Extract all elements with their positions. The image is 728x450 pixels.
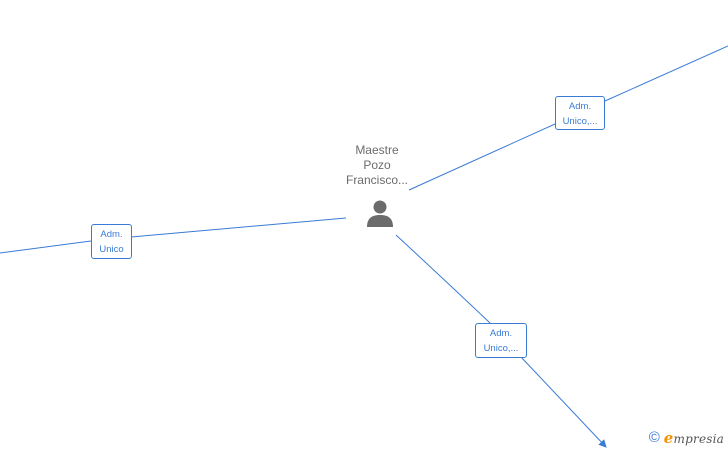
person-icon[interactable]: [364, 198, 396, 230]
copyright-icon: ©: [648, 429, 660, 446]
role-label-bottom-right-line-1: Adm.: [489, 328, 513, 339]
person-name[interactable]: Maestre Pozo Francisco...: [327, 143, 427, 188]
empresia-logo: empresia: [664, 429, 724, 447]
role-label-left-line-1: Adm.: [100, 229, 123, 240]
person-name-line-1: Maestre: [355, 143, 399, 157]
role-label-bottom-right-line-2: Unico,...: [483, 343, 519, 354]
edge-line-left-a: [130, 217, 347, 238]
role-label-top-right-line-2: Unico,...: [562, 116, 598, 127]
empresia-watermark: © empresia: [649, 429, 724, 447]
role-label-left-line-2: Unico: [99, 244, 124, 255]
person-name-line-3: Francisco...: [345, 173, 408, 187]
role-label-top-right[interactable]: Adm. Unico,...: [555, 96, 605, 130]
edge-line-bottom-right-a: [395, 234, 491, 324]
role-label-left[interactable]: Adm. Unico: [91, 224, 132, 259]
edge-line-left-b: [0, 240, 92, 254]
person-name-line-2: Pozo: [363, 158, 391, 172]
edge-line-top-right-b: [604, 45, 728, 102]
role-label-top-right-line-1: Adm.: [568, 101, 592, 112]
empresia-logo-initial: e: [663, 429, 674, 447]
empresia-logo-rest: mpresia: [673, 432, 724, 446]
edge-line-bottom-right-b: [520, 356, 607, 448]
role-label-bottom-right[interactable]: Adm. Unico,...: [475, 323, 527, 358]
edge-line-top-right-a: [408, 123, 556, 191]
